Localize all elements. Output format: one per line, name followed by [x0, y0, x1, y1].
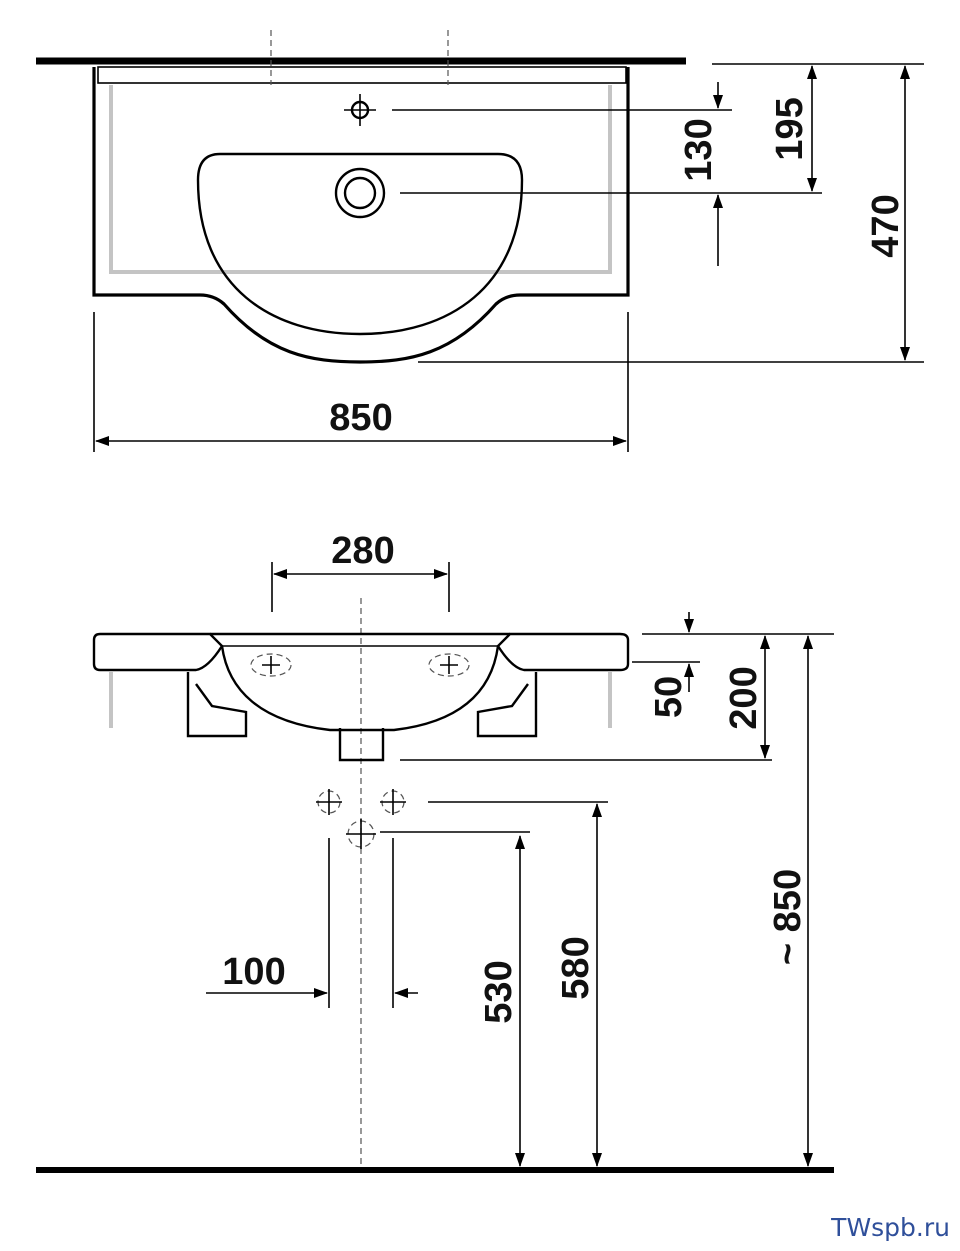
bowl-underside [220, 645, 500, 732]
basin-outline [92, 67, 630, 364]
back-rim [97, 66, 627, 84]
valve-hole-right-icon [428, 653, 470, 677]
dim-drain-height: 530 [478, 960, 520, 1023]
dim-rim-thickness: 50 [648, 676, 690, 718]
cabinet-outline [109, 85, 612, 274]
drain-icon [334, 167, 386, 219]
left-shelf [92, 632, 224, 672]
dim-top-depth: 470 [865, 194, 907, 257]
dim-trap-spacing: 100 [222, 951, 285, 993]
supply-left-icon [316, 789, 342, 815]
dim-supply-height: 580 [555, 936, 597, 999]
valve-hole-left-icon [250, 653, 292, 677]
front-view: 280 [36, 530, 834, 1173]
tap-hole-icon [344, 94, 376, 126]
watermark: TWspb.ru [830, 1213, 950, 1242]
right-bracket [476, 672, 538, 738]
dim-top-width: 850 [329, 397, 392, 439]
dim-total-height: ~ 850 [767, 869, 809, 965]
drain-outlet [338, 728, 385, 762]
trap-connection-icon [346, 819, 376, 849]
dim-drain-to-tap: 130 [678, 118, 720, 181]
dim-valve-spacing: 280 [331, 530, 394, 572]
dim-tap-hole-offset: 195 [769, 97, 811, 160]
bowl-outline [196, 152, 524, 336]
left-bracket [186, 672, 248, 738]
right-shelf [496, 632, 630, 672]
top-view: 850 130 195 470 [36, 30, 924, 452]
supply-right-icon [380, 789, 406, 815]
dim-basin-height: 200 [723, 666, 765, 729]
